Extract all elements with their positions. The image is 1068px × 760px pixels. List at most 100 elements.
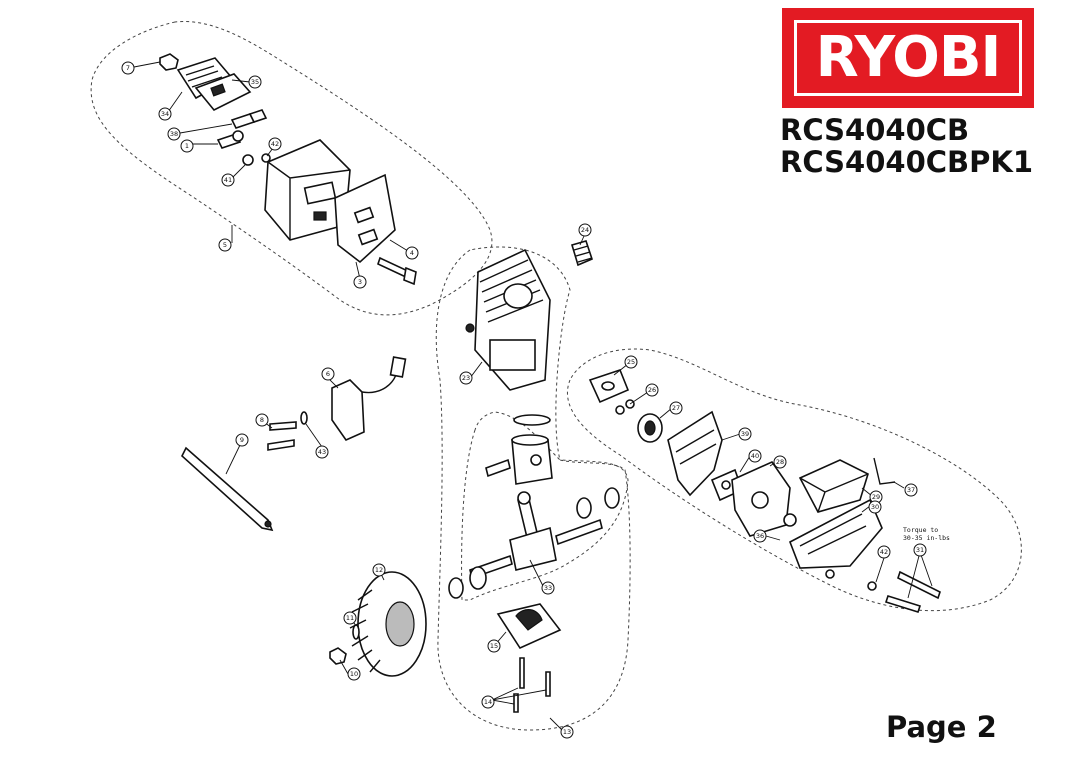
part-15-crankcase-cover [496, 603, 562, 650]
callout-5: 5 [218, 238, 232, 252]
callout-42a: 42 [268, 137, 282, 151]
callout-3: 3 [353, 275, 367, 289]
svg-text:15: 15 [490, 642, 498, 650]
part-7-nut [159, 53, 179, 71]
svg-text:43: 43 [318, 448, 326, 456]
part-41-nut [242, 154, 254, 166]
callout-39: 39 [738, 427, 752, 441]
svg-text:10: 10 [350, 670, 358, 678]
svg-text:11: 11 [346, 614, 354, 622]
part-3-heat-shield [334, 173, 396, 264]
svg-text:4: 4 [410, 249, 414, 257]
svg-text:38: 38 [170, 130, 178, 138]
callout-23: 23 [459, 371, 473, 385]
logo-text: RYOBI [815, 25, 1002, 90]
part-11-washer [352, 624, 360, 640]
part-24-spark-plug [571, 240, 593, 267]
part-9-chain-guide [181, 446, 274, 532]
part-42-washer-b [867, 581, 877, 591]
svg-text:9: 9 [240, 436, 244, 444]
part-27-intake-boot [637, 413, 663, 443]
callout-27: 27 [669, 401, 683, 415]
part-42-washer [261, 153, 271, 163]
callout-36: 36 [753, 529, 767, 543]
svg-text:14: 14 [484, 698, 492, 706]
callout-37: 37 [904, 483, 918, 497]
part-35-gasket [194, 73, 252, 112]
svg-text:35: 35 [251, 78, 259, 86]
part-4-bolt [377, 256, 417, 286]
torque-note-line-2: 30-35 in-lbs [903, 534, 950, 542]
callout-42b: 42 [877, 545, 891, 559]
svg-text:24: 24 [581, 226, 589, 234]
part-25-intake-plate [588, 369, 630, 404]
carb-group-outline [566, 348, 1022, 612]
callout-7: 7 [121, 61, 135, 75]
callout-25: 25 [624, 355, 638, 369]
part-38-screws [230, 109, 268, 129]
svg-text:33: 33 [544, 584, 552, 592]
part-piston [511, 434, 553, 485]
callout-6: 6 [321, 367, 335, 381]
svg-text:37: 37 [907, 486, 915, 494]
part-1-screws [216, 130, 244, 149]
callout-10: 10 [347, 667, 361, 681]
part-14-screws [513, 657, 551, 713]
part-37-choke-rod [873, 457, 896, 485]
svg-text:7: 7 [126, 64, 130, 72]
logo-frame: RYOBI [794, 20, 1022, 96]
callout-24: 24 [578, 223, 592, 237]
svg-text:8: 8 [260, 416, 264, 424]
svg-text:39: 39 [741, 430, 749, 438]
part-piston-ring [513, 414, 551, 426]
callout-15: 15 [487, 639, 501, 653]
svg-text:36: 36 [756, 532, 764, 540]
svg-text:23: 23 [462, 374, 470, 382]
svg-text:29: 29 [872, 493, 880, 501]
svg-text:30: 30 [871, 503, 879, 511]
callout-43: 43 [315, 445, 329, 459]
svg-text:28: 28 [776, 458, 784, 466]
callout-35: 35 [248, 75, 262, 89]
callout-9: 9 [235, 433, 249, 447]
svg-text:40: 40 [751, 452, 759, 460]
crank-group-outline [461, 411, 629, 601]
svg-text:6: 6 [326, 370, 330, 378]
callout-33: 33 [541, 581, 555, 595]
part-43-washer [300, 411, 308, 425]
part-28-carburetor [731, 460, 797, 537]
callout-34: 34 [158, 107, 172, 121]
svg-text:25: 25 [627, 358, 635, 366]
svg-text:1: 1 [185, 142, 189, 150]
svg-text:12: 12 [375, 566, 383, 574]
svg-text:5: 5 [223, 241, 227, 249]
callout-40: 40 [748, 449, 762, 463]
svg-text:31: 31 [916, 546, 924, 554]
part-6-ignition-coil [331, 356, 407, 441]
ryobi-logo: RYOBI [782, 8, 1034, 108]
callout-14: 14 [481, 695, 495, 709]
svg-text:13: 13 [563, 728, 571, 736]
part-12-flywheel [349, 571, 427, 677]
part-30-air-box [788, 498, 883, 579]
svg-text:3: 3 [358, 278, 362, 286]
callout-28: 28 [773, 455, 787, 469]
callout-4: 4 [405, 246, 419, 260]
svg-text:26: 26 [648, 386, 656, 394]
svg-text:42: 42 [271, 140, 279, 148]
callout-13: 13 [560, 725, 574, 739]
part-29-air-filter [798, 459, 869, 513]
part-23-cylinder [465, 248, 551, 391]
callout-1: 1 [180, 139, 194, 153]
model-number-2: RCS4040CBPK1 [780, 145, 1034, 179]
callout-11: 11 [343, 611, 357, 625]
callout-38: 38 [167, 127, 181, 141]
part-10-nut [329, 647, 347, 665]
svg-text:27: 27 [672, 404, 680, 412]
page-number: Page 2 [886, 710, 997, 744]
part-8-screws [267, 421, 297, 451]
part-33-crankshaft [448, 487, 620, 599]
torque-note-line-1: Torque to [903, 526, 938, 534]
callout-31: 31 [913, 543, 927, 557]
